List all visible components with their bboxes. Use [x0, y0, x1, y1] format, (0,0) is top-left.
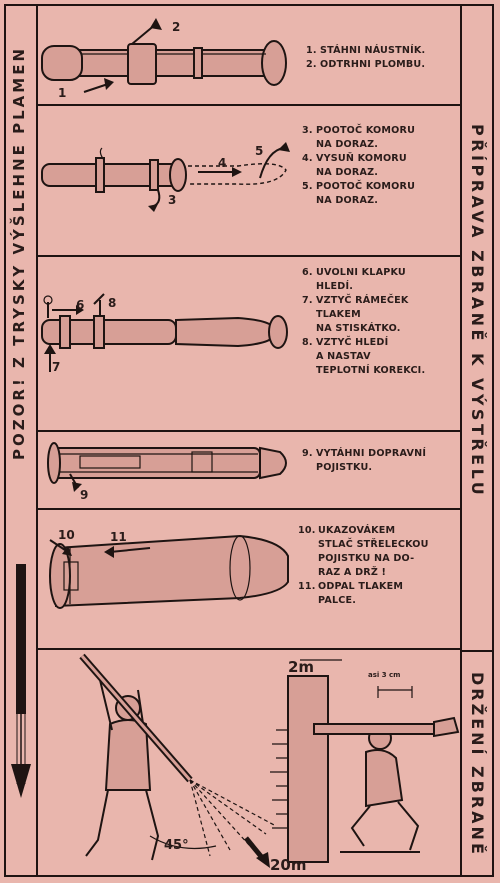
step-5: 5.POOTOČ KOMORU NA DORAZ. [302, 181, 416, 206]
callout-1: 1 [58, 86, 67, 100]
panel-4-steps: 9.VYTÁHNI DOPRAVNÍ POJISTKU. [302, 447, 426, 475]
callout-7: 7 [52, 360, 61, 374]
callout-8: 8 [108, 296, 117, 310]
step-4: 4.VYSUŇ KOMORU NA DORAZ. [302, 153, 407, 178]
callout-2: 2 [172, 20, 181, 34]
strip-divider [460, 650, 494, 652]
outer-frame [4, 4, 494, 877]
angle-label: 45° [164, 838, 189, 853]
step-3: 3.POOTOČ KOMORU NA DORAZ. [302, 125, 416, 150]
step-8: 8.VZTYČ HLEDÍ A NASTAV TEPLOTNÍ KOREKCI. [302, 337, 426, 376]
panel-1-steps: 1.STÁHNI NÁUSTNÍK. 2.ODTRHNI PLOMBU. [306, 44, 425, 72]
warning-label: POZOR! Z TRYSKY VÝŠLEHNE PLAMEN [10, 46, 28, 460]
preparation-title: PŘÍPRAVA ZBRANĚ K VÝSTŘELU [468, 124, 487, 499]
step-9: 9.VYTÁHNI DOPRAVNÍ POJISTKU. [302, 448, 427, 473]
divider-1 [38, 104, 460, 106]
divider-5 [38, 648, 460, 650]
blast-distance-label: 20m [270, 856, 307, 874]
callout-4: 4 [218, 156, 227, 170]
divider-2 [38, 255, 460, 257]
launcher-illustration-2 [41, 142, 290, 212]
launcher-illustration-5 [49, 534, 289, 609]
callout-6: 6 [76, 298, 85, 312]
launcher-illustration-3 [41, 293, 288, 372]
callout-9: 9 [80, 488, 89, 502]
panel-2-steps: 3.POOTOČ KOMORU NA DORAZ. 4.VYSUŇ KOMORU… [302, 124, 415, 208]
wall-distance-label: 2m [288, 658, 315, 676]
callout-11: 11 [110, 530, 127, 544]
panel-5-steps: 10.UKAZOVÁKEM STLAČ STŘELECKOU POJISTKU … [298, 524, 429, 608]
callout-10: 10 [58, 528, 75, 542]
step-1: 1.STÁHNI NÁUSTNÍK. [306, 45, 426, 56]
callout-5: 5 [255, 144, 264, 158]
launcher-illustration-4 [47, 442, 287, 492]
callout-3: 3 [168, 193, 177, 207]
step-11: 11.ODPAL TLAKEM PALCE. [298, 581, 404, 606]
divider-3 [38, 430, 460, 432]
warning-arrow [11, 564, 31, 798]
holding-title: DRŽENÍ ZBRANĚ [468, 672, 487, 857]
step-6: 6.UVOLNI KLAPKU HLEDÍ. [302, 267, 406, 292]
step-7: 7.VZTYČ RÁMEČEK TLAKEM NA STISKÁTKO. [302, 295, 409, 334]
launcher-illustration-1 [41, 18, 287, 93]
panel-3-steps: 6.UVOLNI KLAPKU HLEDÍ. 7.VZTYČ RÁMEČEK T… [302, 266, 425, 378]
title-strip: PŘÍPRAVA ZBRANĚ K VÝSTŘELU DRŽENÍ ZBRANĚ [460, 4, 494, 877]
divider-4 [38, 508, 460, 510]
step-10: 10.UKAZOVÁKEM STLAČ STŘELECKOU POJISTKU … [298, 525, 429, 578]
step-2: 2.ODTRHNI PLOMBU. [306, 59, 426, 70]
clearance-label: asi 3 cm [368, 671, 401, 679]
holding-illustration [79, 653, 460, 868]
warning-strip: POZOR! Z TRYSKY VÝŠLEHNE PLAMEN [4, 4, 38, 877]
